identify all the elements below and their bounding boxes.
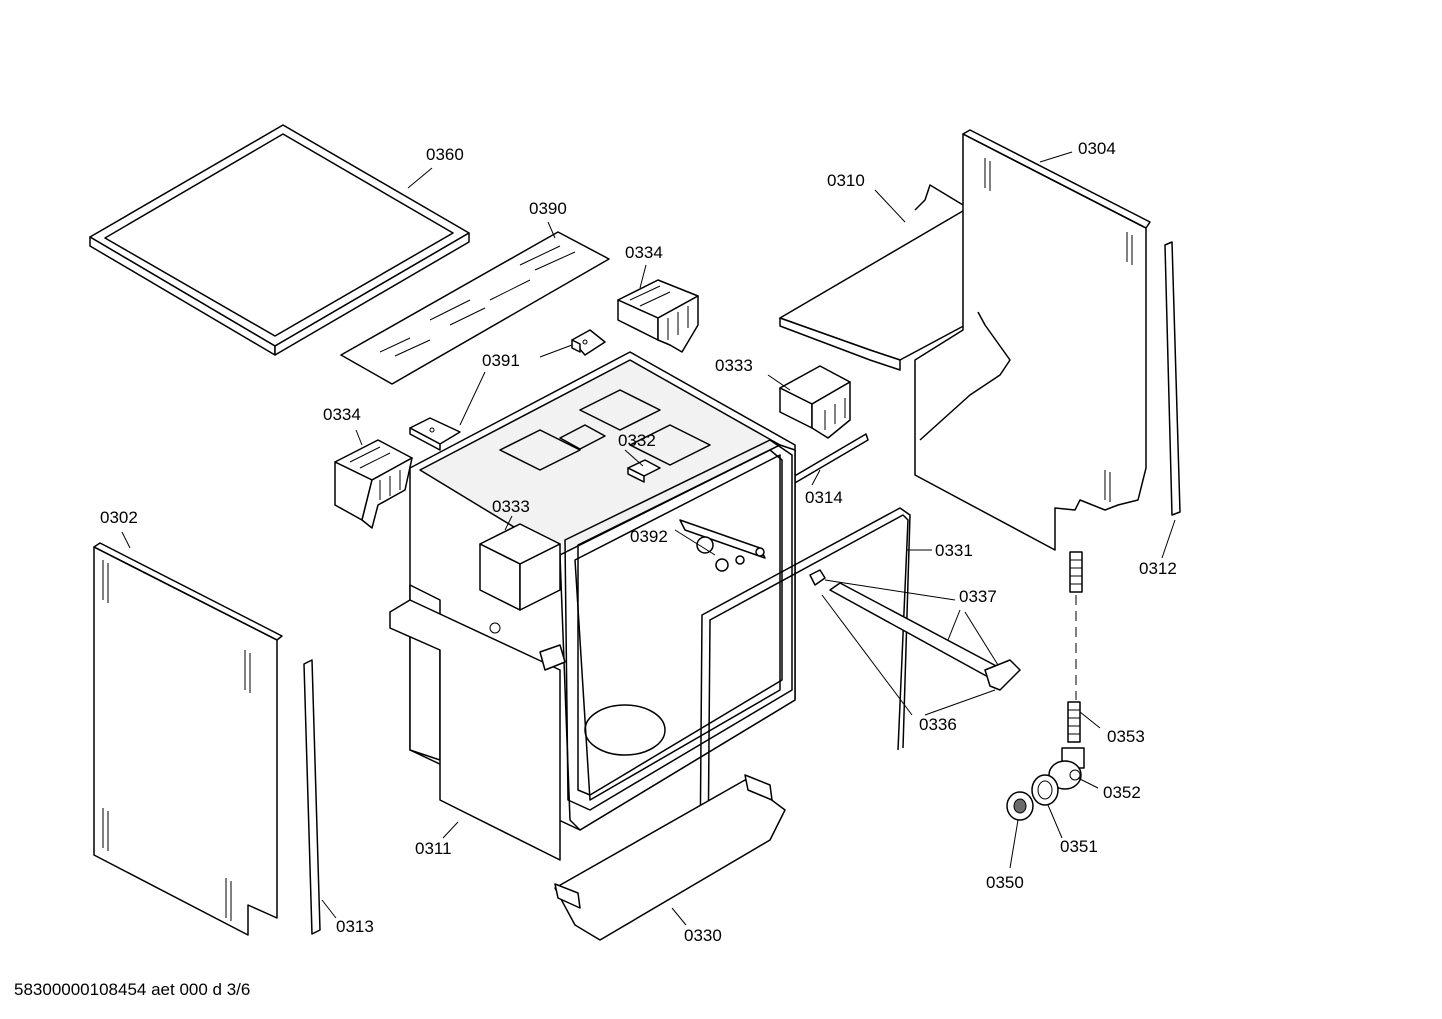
part-0391-bracket-right — [571, 329, 606, 356]
part-0392-bracket — [679, 519, 766, 572]
label-0314: 0314 — [805, 488, 843, 507]
label-0334-left: 0334 — [323, 405, 361, 424]
label-0353: 0353 — [1107, 727, 1145, 746]
label-0311: 0311 — [415, 839, 452, 858]
label-0350: 0350 — [986, 873, 1024, 892]
label-0390: 0390 — [529, 199, 567, 218]
part-0304-side-panel-right — [914, 129, 1151, 551]
label-0302: 0302 — [100, 508, 138, 527]
part-0390-insulation — [340, 231, 610, 385]
label-0310: 0310 — [827, 171, 865, 190]
part-labels: 0360 0390 0334 0391 0334 0333 0332 0333 … — [100, 139, 1177, 945]
part-0391-bracket-left — [409, 417, 461, 451]
label-0392: 0392 — [630, 527, 668, 546]
label-0337: 0337 — [959, 587, 997, 606]
label-0333-center: 0333 — [492, 497, 530, 516]
part-0332-clip — [627, 459, 661, 483]
part-0333-center-box — [479, 523, 561, 634]
label-0331: 0331 — [935, 541, 973, 560]
part-0311-front-panel — [389, 599, 566, 861]
label-0304: 0304 — [1078, 139, 1116, 158]
label-0391: 0391 — [482, 351, 520, 370]
part-0337-rod — [809, 569, 1021, 691]
label-0312: 0312 — [1139, 559, 1177, 578]
document-id: 58300000108454 aet 000 d 3/6 — [14, 980, 251, 999]
part-0333-right-box — [779, 365, 851, 439]
label-0351: 0351 — [1060, 837, 1098, 856]
label-0332: 0332 — [618, 431, 656, 450]
part-0360-worktop — [89, 124, 470, 356]
label-0352: 0352 — [1103, 783, 1141, 802]
part-0302-side-panel-left — [93, 542, 283, 936]
part-0334-upper-bracket — [617, 279, 699, 353]
door-gasket-frame — [564, 439, 793, 811]
leader-lines — [121, 151, 1176, 926]
label-0336: 0336 — [919, 715, 957, 734]
label-0360: 0360 — [426, 145, 464, 164]
part-0352-elbow — [1048, 747, 1085, 790]
part-0350-cap — [1006, 791, 1034, 821]
label-0333-right: 0333 — [715, 356, 753, 375]
part-0313-trim — [303, 659, 321, 935]
part-0330-kick-plate — [554, 774, 786, 941]
label-0334-upper: 0334 — [625, 243, 663, 262]
part-0334-left-bracket — [334, 439, 413, 529]
label-0330: 0330 — [684, 926, 722, 945]
label-0313: 0313 — [336, 917, 374, 936]
part-0353-hose — [1067, 551, 1083, 743]
part-0312-trim — [1164, 241, 1181, 516]
part-0351-nut — [1031, 774, 1059, 806]
